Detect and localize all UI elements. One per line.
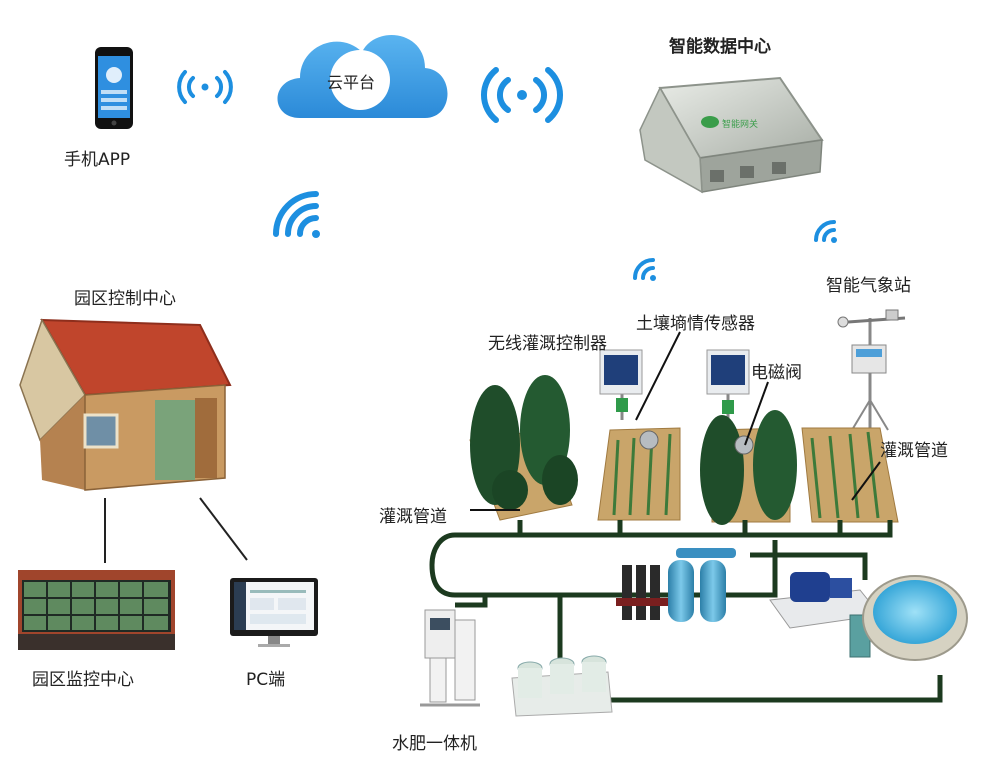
tank-icon bbox=[668, 548, 736, 622]
field-plot bbox=[469, 375, 578, 521]
house-icon bbox=[19, 318, 232, 491]
wifi-icon bbox=[481, 67, 563, 123]
label-cloud-platform: 云平台 bbox=[327, 73, 376, 92]
label-solenoid-valve: 电磁阀 bbox=[751, 363, 802, 383]
connector-line bbox=[199, 497, 248, 561]
leader-line bbox=[635, 331, 681, 421]
label-data-center: 智能数据中心 bbox=[669, 37, 771, 57]
fertilizer-barrels-icon bbox=[511, 655, 613, 717]
pipe-network bbox=[429, 520, 943, 703]
label-soil-sensor: 土壤墒情传感器 bbox=[636, 314, 755, 334]
label-irrigation-pipe-right: 灌溉管道 bbox=[880, 441, 948, 461]
label-weather-station: 智能气象站 bbox=[826, 276, 911, 296]
wifi-icon bbox=[633, 258, 656, 281]
label-park-control-center: 园区控制中心 bbox=[74, 289, 176, 309]
weather-station-icon bbox=[837, 309, 906, 435]
fertigation-machine-icon bbox=[420, 609, 480, 707]
monitor-icon bbox=[230, 578, 318, 647]
wifi-icon bbox=[177, 70, 233, 104]
gateway-device-icon: 智能网关 bbox=[639, 76, 824, 194]
label-pc: PC端 bbox=[246, 670, 286, 690]
field-plot bbox=[801, 427, 899, 523]
video-wall-icon bbox=[18, 570, 175, 650]
label-wireless-controller: 无线灌溉控制器 bbox=[488, 334, 607, 354]
field-plot bbox=[700, 410, 797, 525]
solar-panel-icon bbox=[599, 349, 643, 420]
gateway-badge-text: 智能网关 bbox=[722, 118, 758, 130]
cloud-icon bbox=[277, 34, 448, 118]
wifi-icon bbox=[814, 220, 837, 243]
wifi-icon bbox=[273, 191, 320, 238]
phone-icon bbox=[95, 47, 133, 129]
solar-panel-icon bbox=[706, 349, 750, 425]
leader-line bbox=[851, 461, 881, 501]
label-park-monitor-center: 园区监控中心 bbox=[32, 670, 134, 690]
label-irrigation-pipe-left: 灌溉管道 bbox=[379, 507, 447, 527]
field-plot bbox=[597, 427, 681, 521]
label-fertigation-machine: 水肥一体机 bbox=[392, 734, 477, 754]
label-phone-app: 手机APP bbox=[64, 150, 131, 170]
filter-icon bbox=[616, 565, 668, 620]
pool-icon bbox=[862, 575, 968, 661]
leader-line bbox=[744, 381, 769, 446]
